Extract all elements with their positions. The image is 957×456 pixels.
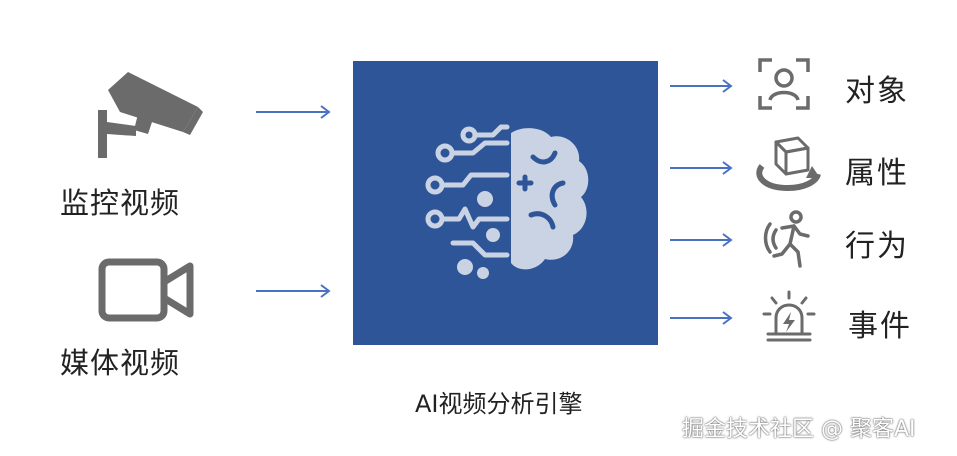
input-label-surveillance: 监控视频 — [60, 186, 181, 220]
output-label-event: 事件 — [848, 309, 912, 344]
watermark-text: 掘金技术社区 @ 聚客AI — [682, 417, 916, 442]
engine-caption: AI视频分析引擎 — [415, 390, 583, 418]
video-camera-icon — [98, 258, 194, 322]
output-label-behavior: 行为 — [845, 229, 909, 264]
cctv-camera-icon — [98, 72, 203, 158]
output-arrow-2 — [670, 161, 733, 175]
input-surveillance: 监控视频 — [60, 62, 240, 222]
walking-person-icon — [763, 210, 810, 268]
ai-brain-circuit-icon — [425, 124, 589, 279]
ai-engine-box — [353, 61, 658, 345]
input-media: 媒体视频 — [60, 258, 240, 380]
input-arrow-2 — [256, 284, 331, 298]
output-arrow-3 — [670, 233, 733, 247]
face-scan-icon — [758, 58, 810, 110]
output-arrow-1 — [670, 79, 733, 93]
alarm-siren-icon — [762, 290, 816, 342]
output-arrow-4 — [670, 311, 733, 325]
3d-cube-rotate-icon — [756, 136, 821, 192]
input-arrow-1 — [256, 105, 331, 119]
output-label-object: 对象 — [845, 74, 909, 109]
output-label-attribute: 属性 — [845, 156, 909, 191]
input-label-media: 媒体视频 — [60, 346, 181, 380]
